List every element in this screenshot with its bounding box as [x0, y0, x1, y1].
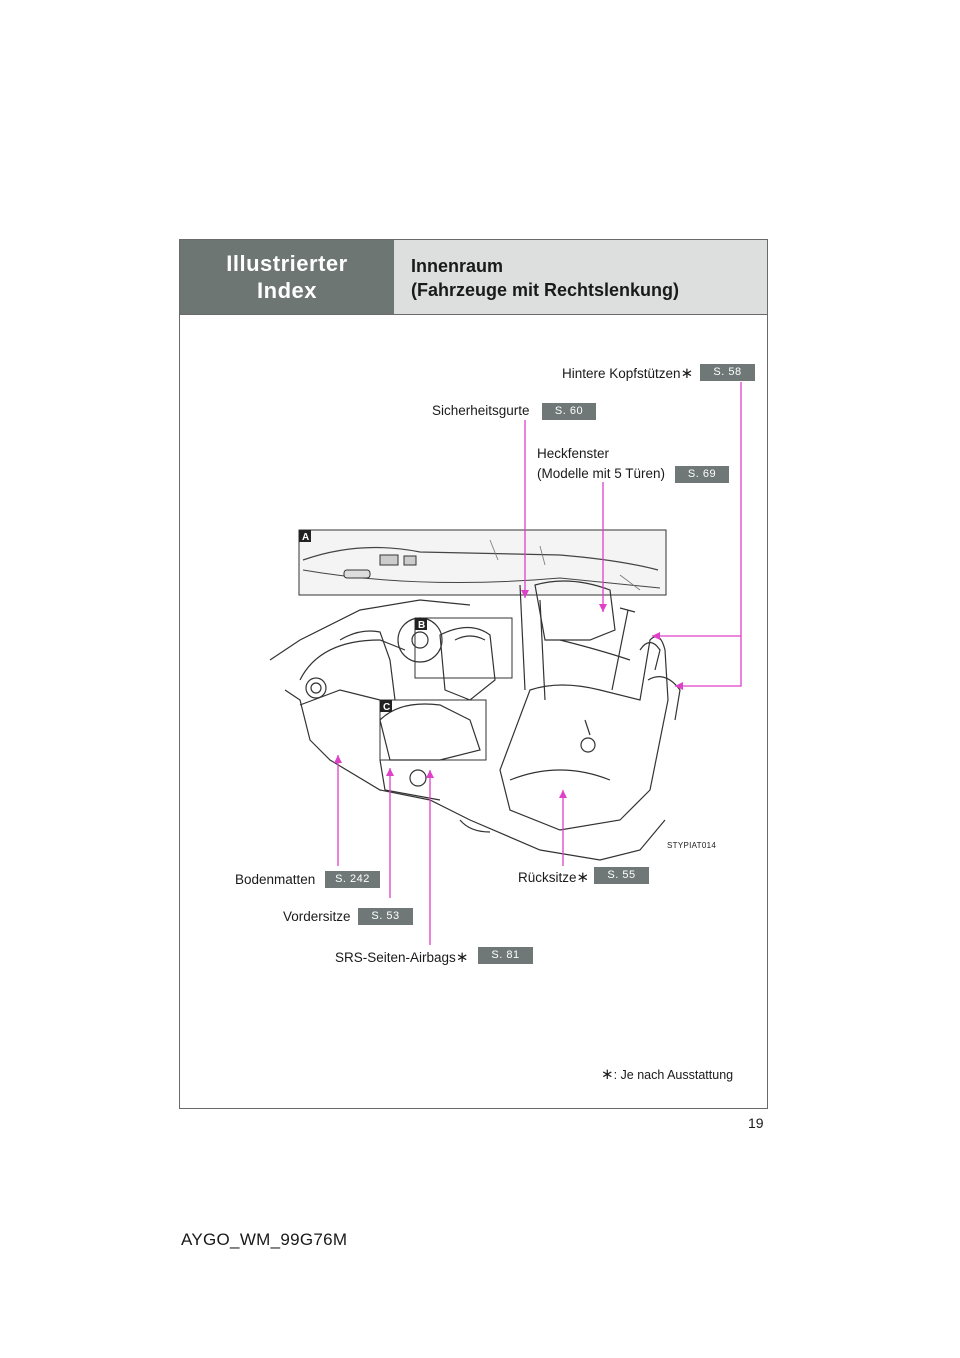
callout-bodenmatten: Bodenmatten	[235, 872, 316, 887]
callout-hintere-kopfstuetzen: Hintere Kopfstützen∗	[562, 364, 693, 382]
page-ref-badge[interactable]: S. 242	[325, 871, 380, 888]
page-title: Innenraum (Fahrzeuge mit Rechtslenkung)	[394, 240, 767, 314]
page-number: 19	[748, 1115, 764, 1131]
equipment-star-icon: ∗	[576, 869, 590, 886]
callout-vordersitze: Vordersitze	[283, 909, 351, 924]
equipment-star-icon: ∗	[455, 949, 469, 966]
inset-c-frame	[379, 699, 487, 761]
page-ref-badge[interactable]: S. 60	[542, 403, 596, 420]
inset-c-marker-bg	[380, 700, 392, 712]
callout-label: Rücksitze	[518, 870, 577, 885]
inset-marker-c: C	[383, 702, 390, 713]
inset-marker-a: A	[302, 532, 309, 543]
figure-code: STYPIAT014	[667, 841, 717, 850]
leader-lines	[337, 382, 742, 945]
callout-heckfenster-line2: (Modelle mit 5 Türen)	[537, 466, 666, 481]
callout-label: Hintere Kopfstützen	[562, 366, 681, 381]
page-ref-badge[interactable]: S. 58	[700, 364, 755, 381]
footnote-text: : Je nach Ausstattung	[613, 1068, 734, 1082]
page-ref-badge[interactable]: S. 53	[358, 908, 413, 925]
leader-arrowheads	[334, 590, 683, 798]
footnote: ∗: Je nach Ausstattung	[601, 1065, 733, 1083]
callout-label: SRS-Seiten-Airbags	[335, 950, 456, 965]
car-body-drawing	[269, 580, 681, 861]
equipment-star-icon: ∗	[601, 1066, 614, 1083]
index-panel: Illustrierter Index Innenraum (Fahrzeuge…	[179, 239, 768, 1109]
callout-heckfenster-line1: Heckfenster	[537, 446, 610, 461]
inset-marker-b: B	[418, 620, 425, 631]
page-ref-badge[interactable]: S. 55	[594, 867, 649, 884]
inset-b-marker-bg	[415, 618, 427, 630]
section-tab: Illustrierter Index	[180, 240, 394, 314]
header-divider	[180, 314, 767, 315]
inset-b-frame	[414, 617, 513, 679]
inset-a-roof	[298, 529, 667, 596]
page-ref-badge[interactable]: S. 81	[478, 947, 533, 964]
callout-ruecksitze: Rücksitze∗	[518, 868, 589, 886]
callout-srs-seiten-airbags: SRS-Seiten-Airbags∗	[335, 948, 468, 966]
equipment-star-icon: ∗	[680, 365, 694, 382]
document-code: AYGO_WM_99G76M	[181, 1230, 348, 1249]
callout-sicherheitsgurte: Sicherheitsgurte	[432, 403, 530, 418]
page-ref-badge[interactable]: S. 69	[675, 466, 729, 483]
